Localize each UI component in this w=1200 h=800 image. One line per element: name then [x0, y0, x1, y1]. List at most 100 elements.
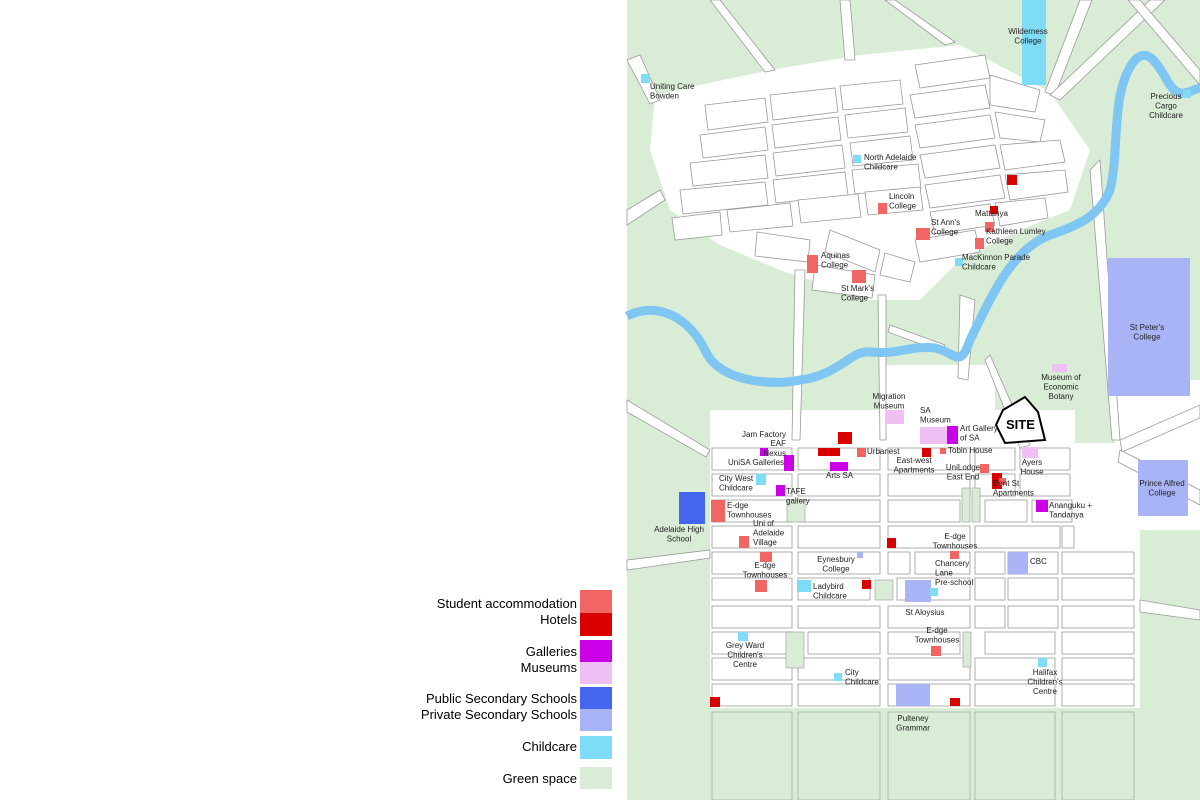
feature-hotel-city-2	[862, 580, 871, 589]
feature-prince-alfred	[1138, 460, 1188, 516]
feature-edge-1	[711, 500, 725, 522]
feature-st-aloysius	[905, 580, 931, 602]
feature-lincoln	[878, 203, 887, 214]
feature-hotel-n-terrace	[818, 448, 840, 456]
north-adelaide-blocks	[671, 54, 1069, 299]
feature-tobin-house	[940, 448, 946, 454]
feature-edge-2	[950, 551, 959, 559]
feature-mackinnon	[955, 258, 963, 266]
legend-swatch-gallery	[580, 640, 612, 662]
legend-label-private-school: Private Secondary Schools	[421, 707, 578, 722]
feature-edge-4	[931, 646, 941, 656]
legend-label-childcare: Childcare	[522, 739, 577, 754]
legend-swatch-hotel	[580, 613, 612, 636]
feature-wilderness	[1022, 0, 1046, 85]
feature-art-gallery	[947, 426, 958, 444]
label-arts-sa: Arts SA	[826, 471, 854, 480]
feature-jam-factory-hotel	[838, 432, 852, 444]
feature-arts-sa	[830, 462, 848, 471]
feature-halifax	[1038, 658, 1047, 667]
feature-eynesbury	[857, 552, 863, 558]
feature-kathleen-lumley	[985, 222, 994, 232]
features	[641, 0, 1191, 707]
legend-label-gallery: Galleries	[526, 644, 578, 659]
feature-st-marks	[852, 270, 866, 283]
feature-museum-econ-botany	[1052, 364, 1067, 372]
feature-mattanya	[990, 206, 998, 214]
label-cbc: CBC	[1030, 557, 1047, 566]
legend-swatch-public-school	[580, 687, 612, 709]
feature-uniting-care	[641, 74, 650, 83]
label-eaf: EAF	[770, 439, 786, 448]
feature-st-anns	[916, 228, 930, 240]
river-torrens	[625, 50, 1200, 387]
feature-city-childcare	[834, 673, 842, 681]
feature-st-peters	[1108, 258, 1190, 396]
feature-city-west-childcare	[756, 474, 766, 485]
label-unisa-galleries: UniSA Galleries	[728, 458, 784, 467]
legend: Student accommodation Hotels Galleries M…	[421, 590, 612, 789]
feature-bent-st-2	[999, 478, 1006, 485]
label-nexus: Nexus	[763, 449, 786, 458]
legend-label-student: Student accommodation	[437, 596, 577, 611]
feature-grey-ward	[738, 632, 748, 641]
feature-hotel-east-west	[922, 448, 931, 457]
feature-uni-adelaide-village	[739, 536, 749, 548]
feature-edge-3	[760, 552, 772, 562]
feature-pulteney	[896, 684, 930, 706]
feature-hotel-city-4	[950, 698, 960, 706]
feature-edge-3b	[755, 580, 767, 592]
feature-migration-museum	[886, 410, 904, 424]
site-outline: SITE	[994, 395, 1047, 445]
legend-label-hotel: Hotels	[540, 612, 577, 627]
label-urbanest: Urbanest	[867, 447, 900, 456]
feature-anangu	[1036, 500, 1048, 512]
legend-label-green: Green space	[503, 771, 577, 786]
label-jam-factory: Jam Factory	[742, 430, 786, 439]
label-anangu: Ananguku +Tandanya	[1049, 501, 1092, 520]
feature-urbanest	[857, 448, 866, 457]
legend-swatch-childcare	[580, 736, 612, 759]
feature-unisa-galleries	[784, 455, 794, 471]
feature-cbc	[1008, 552, 1028, 574]
label-mattanya: Mattanya	[975, 209, 1008, 218]
feature-ladybird	[797, 580, 811, 592]
legend-swatch-student	[580, 590, 612, 613]
label-st-aloysius: St Aloysius	[905, 608, 944, 617]
feature-tafe-gallery	[776, 485, 785, 496]
label-tobin-house: Tobin House	[948, 446, 993, 455]
legend-swatch-museum	[580, 662, 612, 684]
site-label: SITE	[1006, 417, 1035, 432]
feature-student-north-2	[975, 238, 984, 249]
